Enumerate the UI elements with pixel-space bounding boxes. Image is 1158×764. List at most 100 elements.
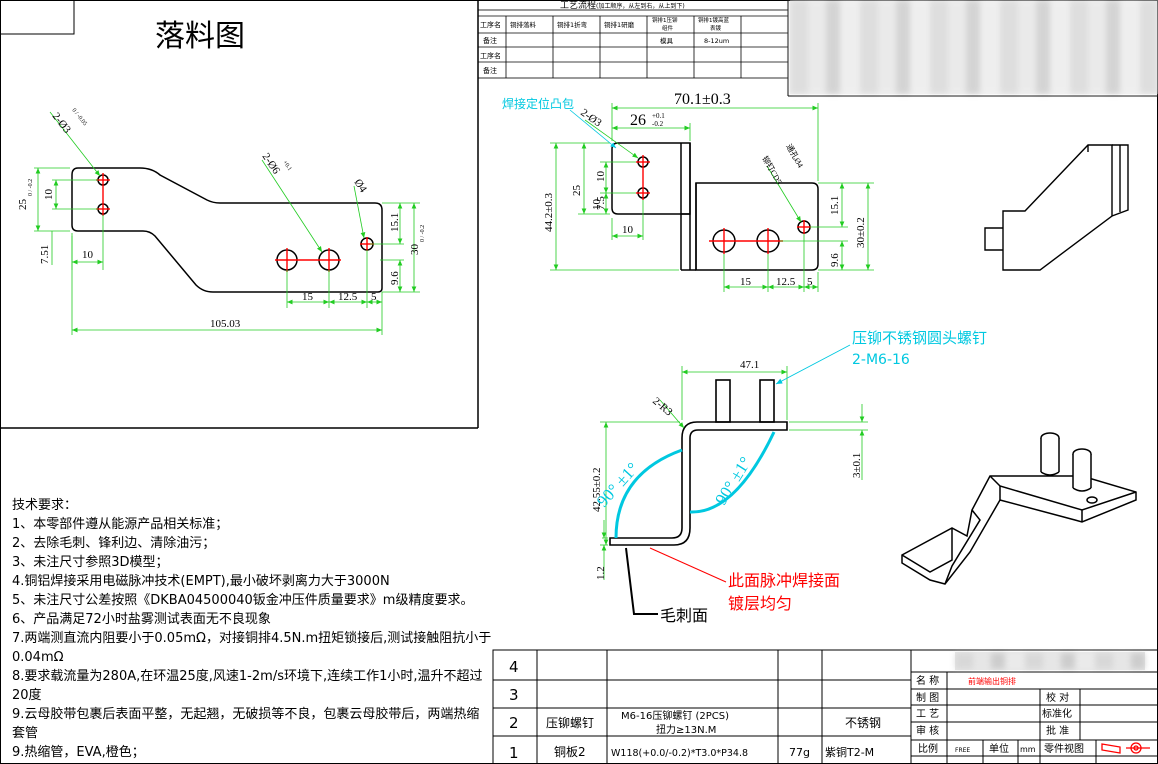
svg-text:不锈钢: 不锈钢 — [845, 716, 881, 730]
svg-text:铆钉CD5: 铆钉CD5 — [760, 154, 784, 186]
process-table — [477, 9, 789, 79]
front-holes-center — [636, 155, 811, 254]
iso-view-3d — [901, 432, 1137, 585]
svg-text:9.6: 9.6 — [829, 253, 841, 267]
svg-text:Ø4: Ø4 — [352, 177, 370, 195]
svg-text:比例: 比例 — [918, 742, 938, 755]
svg-text:审 核: 审 核 — [916, 724, 939, 737]
svg-text:铜排落料: 铜排落料 — [510, 20, 537, 29]
svg-text:铜板2: 铜板2 — [554, 744, 586, 759]
svg-text:名 称: 名 称 — [916, 674, 939, 687]
svg-text:1.2: 1.2 — [595, 566, 607, 580]
svg-text:10: 10 — [82, 249, 94, 261]
weld-bump-label: 焊接定位凸包 — [502, 96, 574, 111]
tech-item-10: 9.热缩管，EVA,橙色； — [12, 745, 145, 760]
rivet-callout: 压铆不锈钢圆头螺钉 — [852, 329, 987, 347]
svg-text:压铆螺钉: 压铆螺钉 — [546, 715, 594, 730]
blank-outline — [71, 167, 383, 293]
svg-text:0 / -0.2: 0 / -0.2 — [420, 225, 426, 242]
svg-text:表镀: 表镀 — [710, 24, 722, 32]
svg-text:备注: 备注 — [483, 66, 497, 75]
burr-leader — [625, 547, 658, 615]
svg-text:mm: mm — [1020, 745, 1036, 754]
svg-text:2-Ø3: 2-Ø3 — [578, 107, 604, 130]
svg-text:工序名: 工序名 — [480, 51, 501, 60]
tech-item-3: 3、未注尺寸参照3D模型； — [12, 555, 169, 570]
blank-holes — [96, 173, 374, 272]
svg-text:铜排1研磨: 铜排1研磨 — [604, 20, 635, 29]
weld-bump-leader — [569, 109, 617, 149]
svg-text:扭力≥13N.M: 扭力≥13N.M — [656, 723, 716, 736]
svg-text:5: 5 — [807, 276, 813, 288]
svg-text:70.1±0.3: 70.1±0.3 — [674, 91, 731, 108]
svg-text:0 / -0.2: 0 / -0.2 — [28, 179, 34, 196]
angle-label-2: 90° ±1° — [711, 453, 755, 508]
svg-text:零件视图: 零件视图 — [1044, 742, 1084, 755]
svg-text:2-R3: 2-R3 — [650, 395, 675, 419]
svg-text:7.5: 7.5 — [595, 196, 607, 210]
svg-text:10: 10 — [591, 199, 603, 211]
technical-requirements: 技术要求： 1、本零部件遵从能源产品相关标准； 2、去除毛刺、锋利边、清除油污；… — [12, 496, 492, 762]
svg-text:9.6: 9.6 — [389, 271, 401, 285]
svg-text:15: 15 — [740, 276, 752, 288]
tech-heading: 技术要求： — [12, 498, 78, 513]
svg-text:1: 1 — [509, 744, 519, 762]
svg-text:12.5: 12.5 — [776, 276, 796, 288]
svg-text:模具: 模具 — [660, 36, 674, 45]
svg-text:25: 25 — [571, 185, 583, 197]
svg-text:工序名: 工序名 — [480, 20, 501, 29]
svg-text:15.1: 15.1 — [389, 213, 401, 232]
svg-text:42.55±0.2: 42.55±0.2 — [591, 467, 603, 512]
svg-text:批 准: 批 准 — [1046, 724, 1069, 737]
tech-item-5: 5、未注尺寸公差按照《DKBA04500040钣金冲压件质量要求》m级精度要求。 — [12, 593, 474, 608]
svg-text:2: 2 — [509, 714, 519, 732]
tech-item-1: 1、本零部件遵从能源产品相关标准； — [12, 517, 229, 532]
svg-text:4: 4 — [509, 658, 519, 676]
rivet-leader — [775, 344, 851, 385]
process-steps: 铜排落料 铜排1折弯 铜排1研磨 铜排1压铆 组件 铜排1镀高蓝 表镀 模具 8… — [510, 16, 729, 45]
svg-text:105.03: 105.03 — [210, 318, 241, 330]
tech-item-4: 4.铜铝焊接采用电磁脉冲技术(EMPT),最小破坏剥离力大于3000N — [12, 574, 390, 589]
svg-text:3: 3 — [509, 686, 519, 704]
svg-text:单位: 单位 — [989, 742, 1009, 755]
svg-text:M6-16压铆螺钉 (2PCS): M6-16压铆螺钉 (2PCS) — [621, 709, 729, 722]
weld-note: 此面脉冲焊接面 — [728, 571, 840, 590]
svg-text:备注: 备注 — [483, 36, 497, 45]
svg-text:30±0.2: 30±0.2 — [855, 217, 867, 248]
svg-text:7.51: 7.51 — [39, 245, 51, 264]
weld-note-2: 镀层均匀 — [728, 594, 792, 613]
blank-dimension-lines — [34, 111, 420, 335]
tech-item-6: 6、产品满足72小时盐雾测试表面无不良现象 — [12, 612, 271, 627]
svg-text:30: 30 — [409, 244, 421, 256]
svg-text:2-Ø6: 2-Ø6 — [260, 151, 283, 177]
svg-text:工 艺: 工 艺 — [916, 708, 939, 720]
d26-tol-lower: -0.2 — [652, 120, 664, 128]
tech-item-8: 8.要求载流量为280A,在环温25度,风速1-2m/s环境下,连续工作1小时,… — [12, 669, 483, 703]
svg-text:+0.1: +0.1 — [281, 160, 292, 172]
title-block-text: 名 称 前端输出铜排 制 图 工 艺 审 核 校 对 标准化 批 准 比例 FR… — [916, 674, 1084, 755]
bom-text: 4 3 2 1 压铆螺钉 M6-16压铆螺钉 (2PCS) 扭力≥13N.M 不… — [509, 658, 881, 762]
step-4: 铜排1压铆 — [652, 16, 678, 24]
svg-text:10: 10 — [595, 171, 607, 183]
process-title: 工艺流程(加工顺序，从左到右，从上到下) — [560, 0, 685, 11]
svg-text:铜排1折弯: 铜排1折弯 — [557, 20, 588, 29]
svg-text:10: 10 — [622, 224, 634, 236]
angle-arcs — [614, 431, 776, 539]
blurred-title-overlay — [955, 653, 1145, 669]
svg-text:W118(+0.0/-0.2)*T3.0*P34.8: W118(+0.0/-0.2)*T3.0*P34.8 — [611, 748, 748, 759]
tech-item-9: 9.云母胶带包裹后表面平整，无起翘，无破损等不良，包裹云母胶带后，两端热缩套管 — [12, 707, 480, 741]
svg-text:FREE: FREE — [955, 747, 970, 754]
side-view — [609, 379, 788, 546]
svg-text:制 图: 制 图 — [916, 691, 939, 704]
tech-item-7: 7.两端测直流内阻要小于0.05mΩ，对接铜排4.5N.m扭矩锁接后,测试接触阻… — [12, 631, 492, 665]
svg-text:77g: 77g — [789, 746, 810, 759]
blank-dimension-text: 2-Ø3 0 / -0.05 2-Ø6 +0.1 Ø4 25 0 / -0.2 … — [17, 108, 426, 330]
svg-text:校 对: 校 对 — [1046, 691, 1069, 704]
svg-text:组件: 组件 — [662, 24, 674, 32]
d26-tol-upper: +0.1 — [652, 112, 665, 120]
blurred-header-overlay — [790, 0, 1158, 94]
svg-text:0 / -0.05: 0 / -0.05 — [70, 108, 87, 128]
svg-text:5: 5 — [371, 291, 377, 303]
svg-text:44.2±0.3: 44.2±0.3 — [543, 192, 555, 232]
svg-text:15: 15 — [302, 291, 314, 303]
